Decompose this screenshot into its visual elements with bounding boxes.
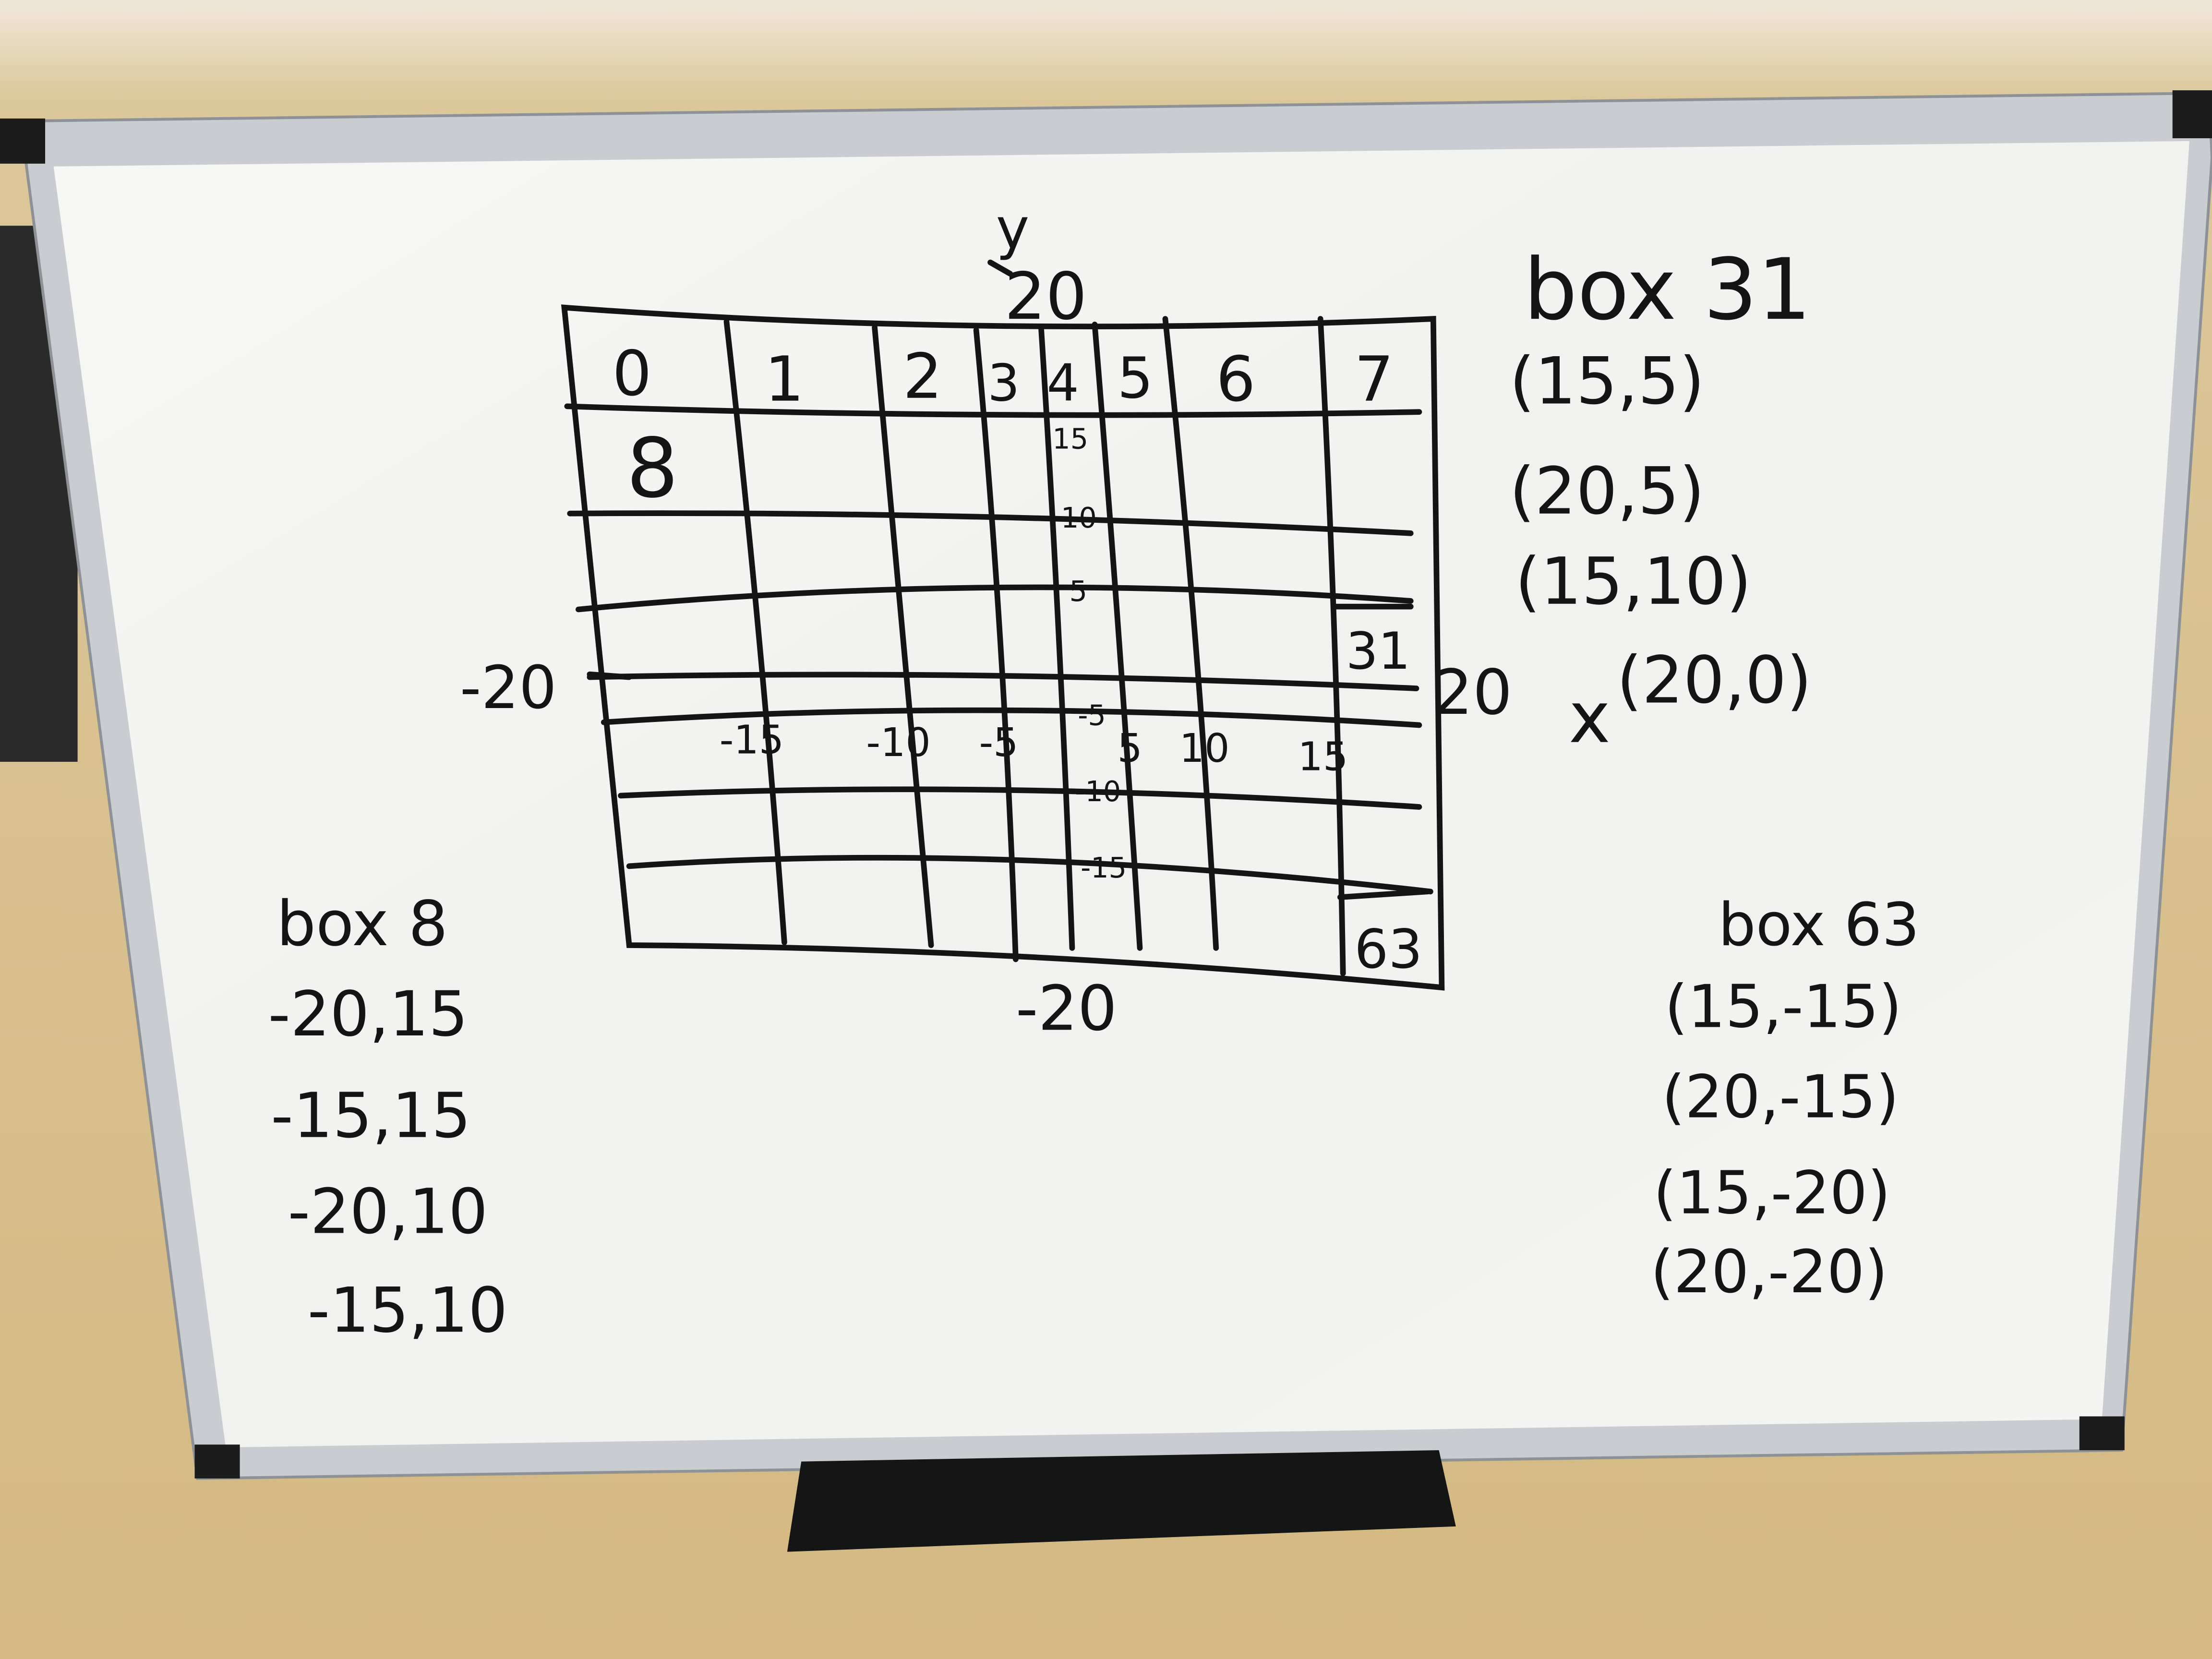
x-tick-label: 10 bbox=[1179, 726, 1230, 771]
frame-corner bbox=[2172, 90, 2212, 138]
grid-col-line bbox=[1038, 324, 1075, 951]
box-63-coord: (15,-15) bbox=[1665, 972, 1902, 1041]
column-number: 1 bbox=[765, 344, 804, 416]
grid-col-line bbox=[973, 327, 1019, 962]
x-tick-label: 5 bbox=[1118, 726, 1142, 771]
x-tick-label: -5 bbox=[979, 720, 1019, 766]
grid-row-line bbox=[576, 584, 1414, 613]
y-tick-label: 15 bbox=[1052, 422, 1088, 456]
y-tick-label: -15 bbox=[1081, 851, 1127, 884]
column-numbers: 0 1 2 3 4 5 6 7 bbox=[612, 338, 1394, 416]
grid-col-line bbox=[723, 319, 787, 945]
grid-row-line bbox=[601, 707, 1422, 728]
box-63-coord: (20,-15) bbox=[1662, 1063, 1899, 1132]
grid-row-line bbox=[567, 510, 1414, 536]
marker-tray bbox=[787, 1450, 1456, 1552]
box-31-notes: box 31 (15,5) (20,5) (15,10) (20,0) bbox=[1509, 240, 1812, 718]
box-31-label: 31 bbox=[1346, 622, 1411, 681]
frame-corner bbox=[2079, 1416, 2125, 1451]
box-8-coord: -20,15 bbox=[268, 978, 468, 1050]
frame-corner bbox=[0, 118, 46, 164]
grid-col-line bbox=[872, 324, 934, 948]
grid-row-line bbox=[587, 672, 1419, 691]
box-31-coord: (20,5) bbox=[1509, 454, 1704, 529]
y-tick-label: 10 bbox=[1061, 501, 1097, 534]
box-8-coord: -15,15 bbox=[271, 1080, 471, 1152]
box-31-coord: (15,10) bbox=[1515, 544, 1751, 619]
axis-labels: y 20 -20 -20 20 x bbox=[460, 196, 1611, 1045]
box-63-outline bbox=[1337, 889, 1431, 900]
box-31-coord: (15,5) bbox=[1509, 343, 1704, 419]
box-8-coord: -15,10 bbox=[308, 1274, 508, 1346]
y-tick-label: -10 bbox=[1075, 775, 1121, 808]
box-63-coord: (15,-20) bbox=[1653, 1158, 1890, 1227]
row-start-label: 8 bbox=[626, 421, 678, 516]
column-number: 2 bbox=[903, 341, 942, 413]
y-tick-label: 5 bbox=[1070, 575, 1087, 608]
axis-left-value: -20 bbox=[460, 653, 557, 722]
x-axis-dash bbox=[587, 671, 632, 680]
axis-bottom-value: -20 bbox=[1016, 973, 1117, 1045]
box-8-notes: box 8 -20,15 -15,15 -20,10 -15,10 bbox=[268, 888, 507, 1346]
frame-corner bbox=[194, 1444, 240, 1479]
grid-col-line bbox=[1162, 316, 1219, 951]
grid-border bbox=[561, 304, 1445, 991]
column-number: 7 bbox=[1354, 344, 1394, 416]
box-63-coord: (20,-20) bbox=[1650, 1238, 1887, 1307]
axis-top-value: 20 bbox=[1004, 259, 1087, 334]
x-tick-label: -10 bbox=[866, 720, 930, 766]
column-number: 6 bbox=[1216, 344, 1255, 416]
x-axis-label: x bbox=[1569, 677, 1611, 759]
grid-row-line bbox=[618, 786, 1422, 810]
x-tick-label: 15 bbox=[1298, 734, 1348, 780]
box-31-title: box 31 bbox=[1524, 240, 1811, 339]
box-63-title: box 63 bbox=[1718, 890, 1919, 960]
column-number: 4 bbox=[1047, 354, 1079, 413]
column-number: 3 bbox=[987, 354, 1020, 413]
grid bbox=[561, 259, 1445, 991]
grid-col-line bbox=[1317, 316, 1346, 976]
box-63-notes: box 63 (15,-15) (20,-15) (15,-20) (20,-2… bbox=[1650, 890, 1919, 1307]
grid-row-line bbox=[626, 854, 1433, 895]
column-number: 5 bbox=[1118, 346, 1154, 411]
grid-row-line bbox=[564, 403, 1422, 418]
y-tick-label: -5 bbox=[1078, 699, 1106, 732]
box-8-title: box 8 bbox=[276, 888, 448, 960]
y-ticks: 15 10 5 -5 -10 -15 bbox=[1052, 422, 1127, 884]
y-axis-mark bbox=[987, 259, 1013, 277]
column-number: 0 bbox=[612, 338, 651, 410]
grid-col-line bbox=[1092, 322, 1143, 951]
box-63-label: 63 bbox=[1354, 918, 1422, 981]
axis-right-value: 20 bbox=[1433, 657, 1513, 729]
box-31-coord: (20,0) bbox=[1617, 643, 1812, 718]
x-tick-label: -15 bbox=[720, 717, 784, 763]
box-8-coord: -20,10 bbox=[288, 1176, 488, 1248]
y-axis-label: y bbox=[996, 196, 1030, 262]
x-ticks: -15 -10 -5 5 10 15 bbox=[720, 717, 1348, 780]
